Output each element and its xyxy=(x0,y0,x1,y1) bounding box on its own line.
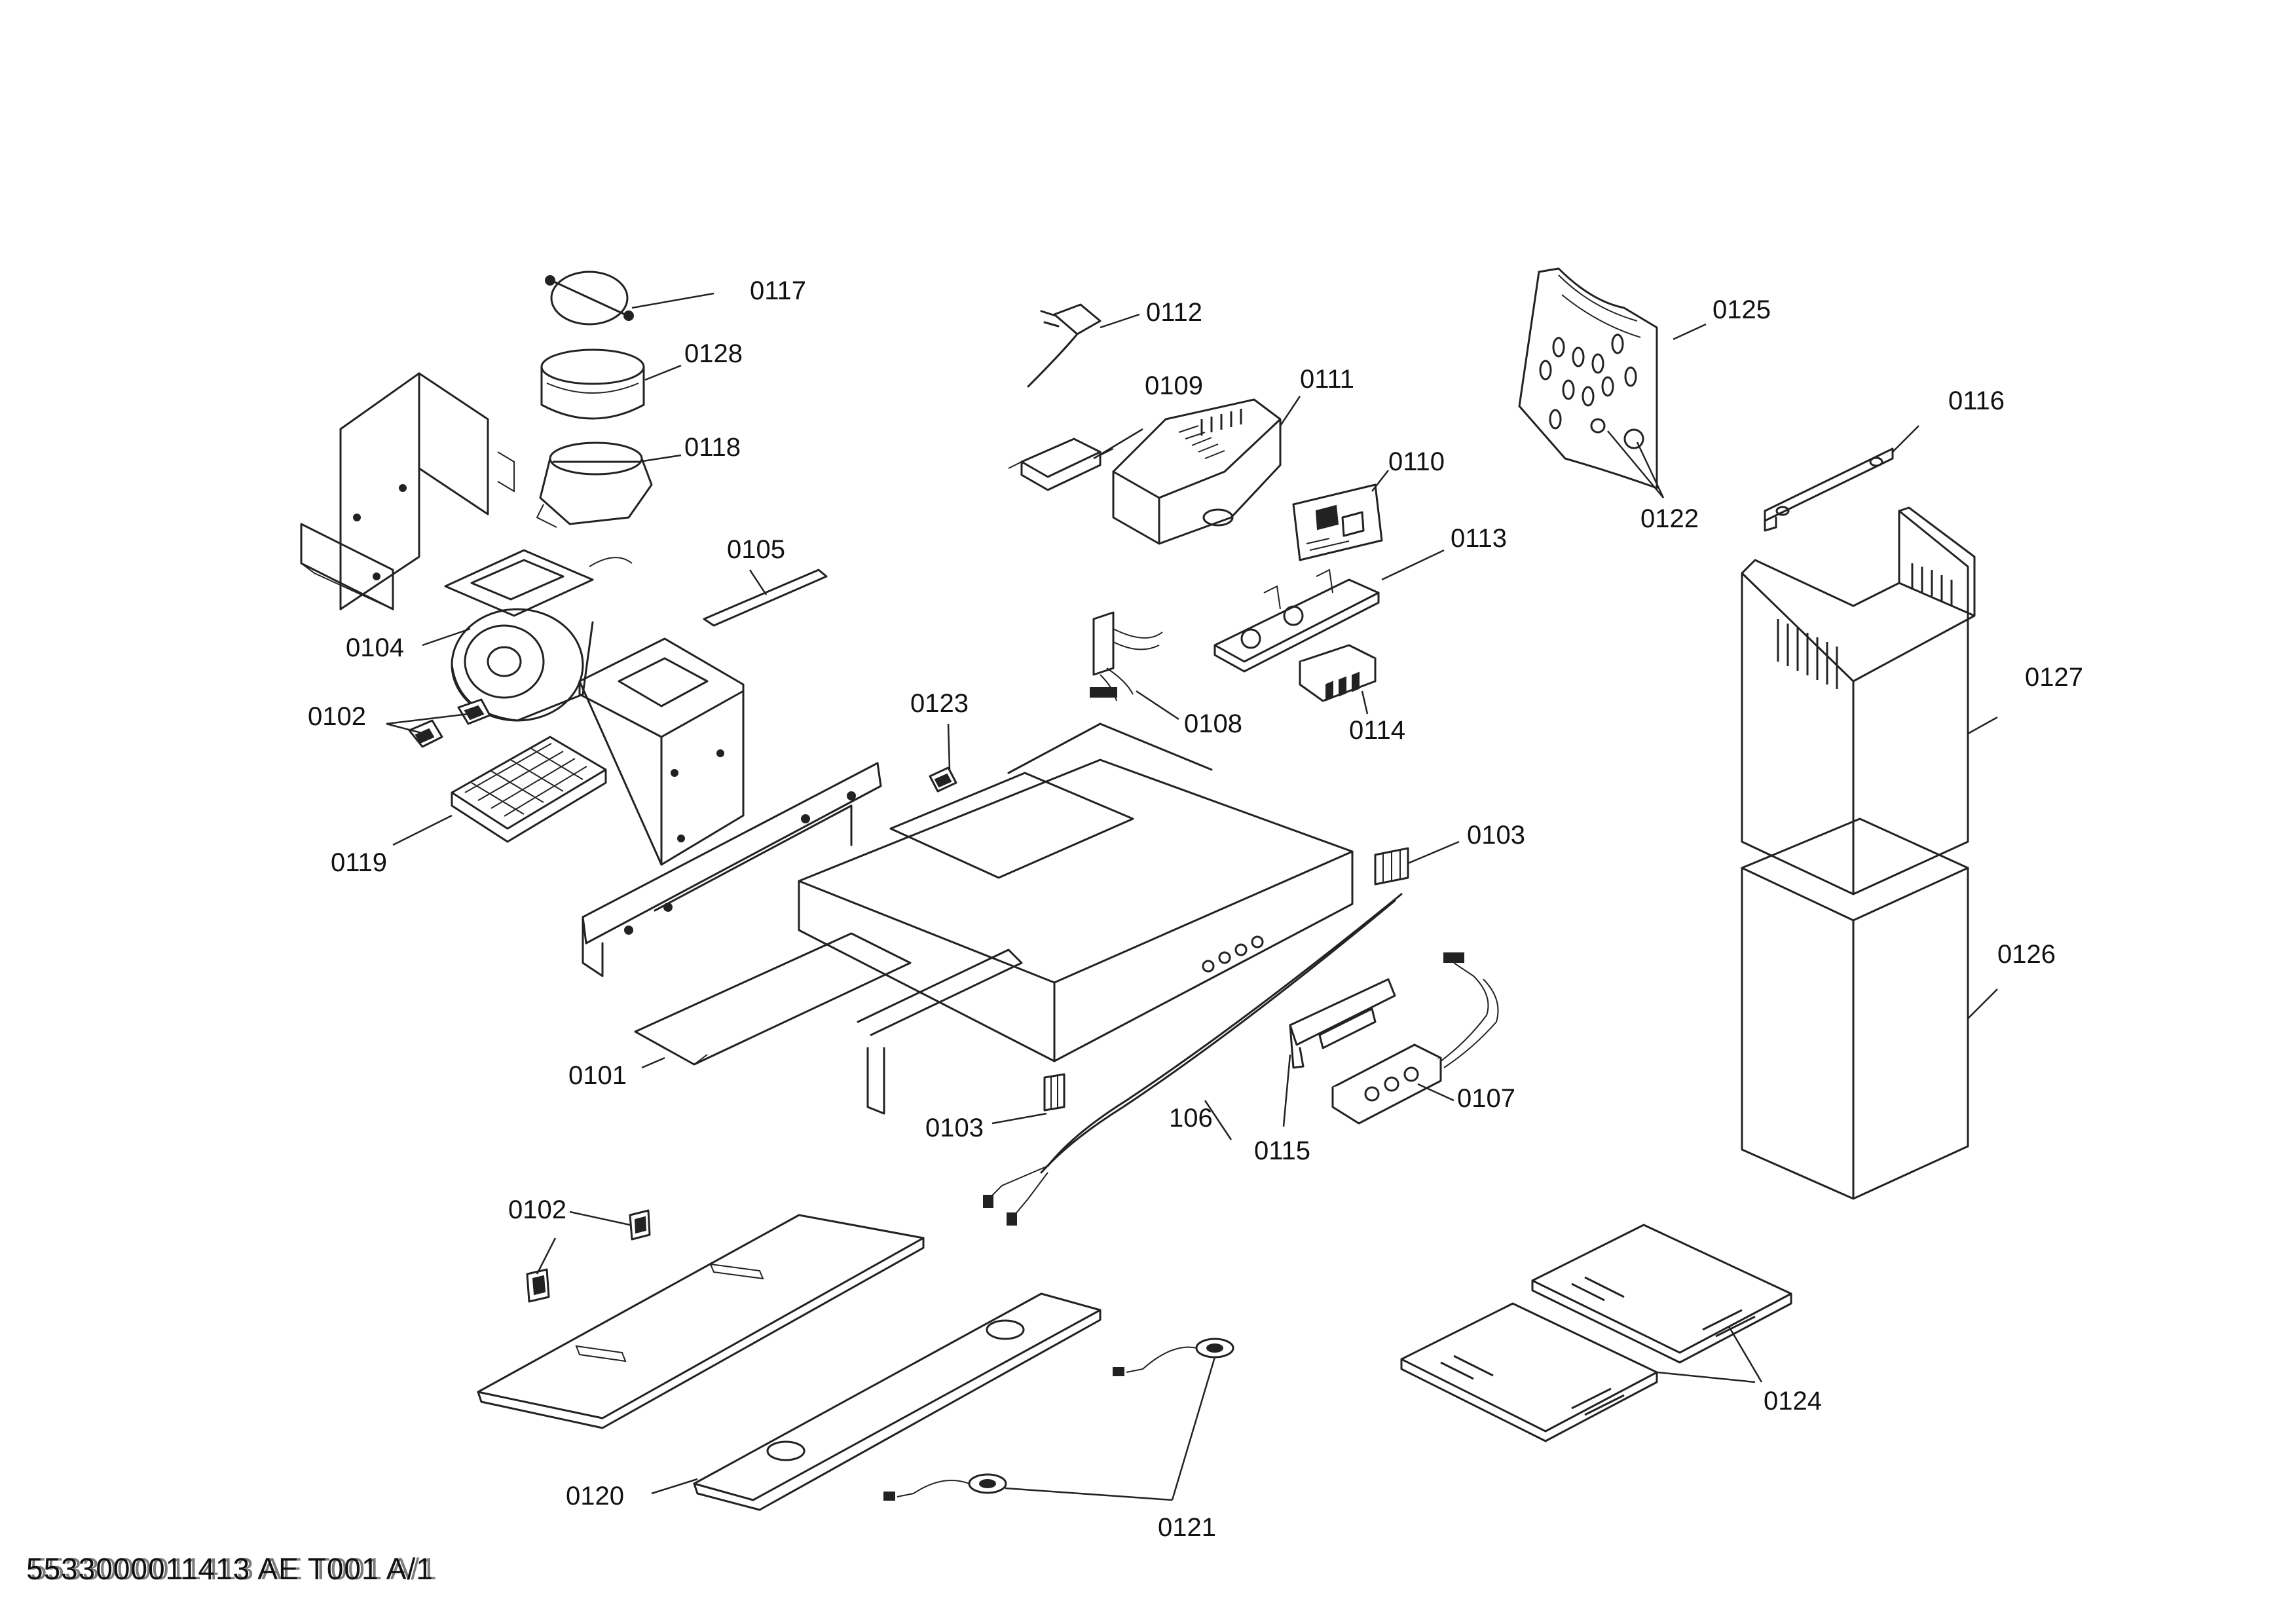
label-0103-lower: 0103 xyxy=(925,1114,984,1142)
part-0101-drawing xyxy=(634,932,912,1066)
part-0103-lower-drawing xyxy=(1043,1073,1065,1112)
hardware-pieces xyxy=(1539,333,1644,449)
part-0113-drawing xyxy=(1213,569,1380,673)
label-0122: 0122 xyxy=(1640,504,1699,533)
part-0127-drawing xyxy=(1741,506,1976,895)
part-0117-drawing xyxy=(545,271,634,326)
label-0114: 0114 xyxy=(1349,716,1405,745)
label-0124: 0124 xyxy=(1764,1387,1822,1416)
part-0123-drawing xyxy=(929,766,957,793)
label-0115: 0115 xyxy=(1254,1136,1310,1165)
label-0120: 0120 xyxy=(566,1482,624,1511)
part-0114-drawing xyxy=(1299,644,1377,702)
part-0110-drawing xyxy=(1292,483,1383,561)
label-0111: 0111 xyxy=(1300,365,1354,394)
label-0109: 0109 xyxy=(1145,371,1203,400)
part-0103-upper-drawing xyxy=(1374,847,1409,886)
part-0118-drawing xyxy=(536,441,653,528)
label-0123: 0123 xyxy=(910,689,969,718)
label-0119: 0119 xyxy=(331,848,387,877)
part-0121-drawing xyxy=(883,1338,1234,1501)
label-0117: 0117 xyxy=(750,276,806,305)
leader-lines xyxy=(386,292,1998,1501)
part-0109-drawing xyxy=(1008,438,1114,491)
label-0127: 0127 xyxy=(2025,663,2083,692)
label-0110: 0110 xyxy=(1388,447,1445,476)
part-0107-drawing xyxy=(1331,952,1499,1125)
part-0102-lower-drawing xyxy=(526,1209,651,1303)
part-0108-drawing xyxy=(1090,611,1163,702)
label-0125: 0125 xyxy=(1713,295,1771,324)
fan-housing-bracket-drawing xyxy=(300,372,515,610)
part-0120-drawing xyxy=(477,1214,1102,1511)
part-0112-drawing xyxy=(1027,303,1102,388)
hood-canopy-drawing xyxy=(798,723,1354,1115)
document-code-overprint: 5533000011413 AE T001 A/1 xyxy=(30,1552,437,1586)
part-0102-upper-drawing xyxy=(408,698,491,748)
part-0125-drawing xyxy=(1518,267,1658,489)
label-0121: 0121 xyxy=(1158,1513,1216,1542)
part-0115-drawing xyxy=(1289,978,1396,1069)
part-0116-drawing xyxy=(1764,447,1894,532)
part-labels: 0117 0128 0118 0105 0104 0102 0119 0112 … xyxy=(308,276,2083,1542)
label-106: 106 xyxy=(1169,1104,1213,1133)
part-0111-drawing xyxy=(1112,398,1282,545)
part-0126-drawing xyxy=(1741,817,1969,1200)
label-0126: 0126 xyxy=(1997,940,2056,969)
frame-rail-drawing xyxy=(582,762,882,977)
label-0118: 0118 xyxy=(684,433,741,462)
document-code: 5533000011413 AE T001 A/1 5533000011413 … xyxy=(26,1551,437,1586)
label-0116: 0116 xyxy=(1948,386,2005,415)
label-0112: 0112 xyxy=(1146,298,1202,327)
label-0101: 0101 xyxy=(568,1061,627,1090)
part-0104-drawing xyxy=(444,549,633,722)
motor-mount-plate-drawing xyxy=(578,637,745,866)
part-106-drawing xyxy=(983,893,1403,1226)
part-0128-drawing xyxy=(540,348,645,420)
label-0107: 0107 xyxy=(1457,1084,1515,1113)
label-0102-upper: 0102 xyxy=(308,702,366,731)
label-0108: 0108 xyxy=(1184,709,1242,738)
label-0103-upper: 0103 xyxy=(1467,821,1525,850)
label-0113: 0113 xyxy=(1451,524,1507,553)
label-0105: 0105 xyxy=(727,535,785,564)
part-0119-drawing xyxy=(451,736,607,843)
label-0102-lower: 0102 xyxy=(508,1195,566,1224)
document-code-text: 5533000011413 AE T001 A/1 xyxy=(26,1552,434,1586)
label-0104: 0104 xyxy=(346,633,404,662)
part-0105-drawing xyxy=(703,569,828,627)
label-0128: 0128 xyxy=(684,339,743,368)
